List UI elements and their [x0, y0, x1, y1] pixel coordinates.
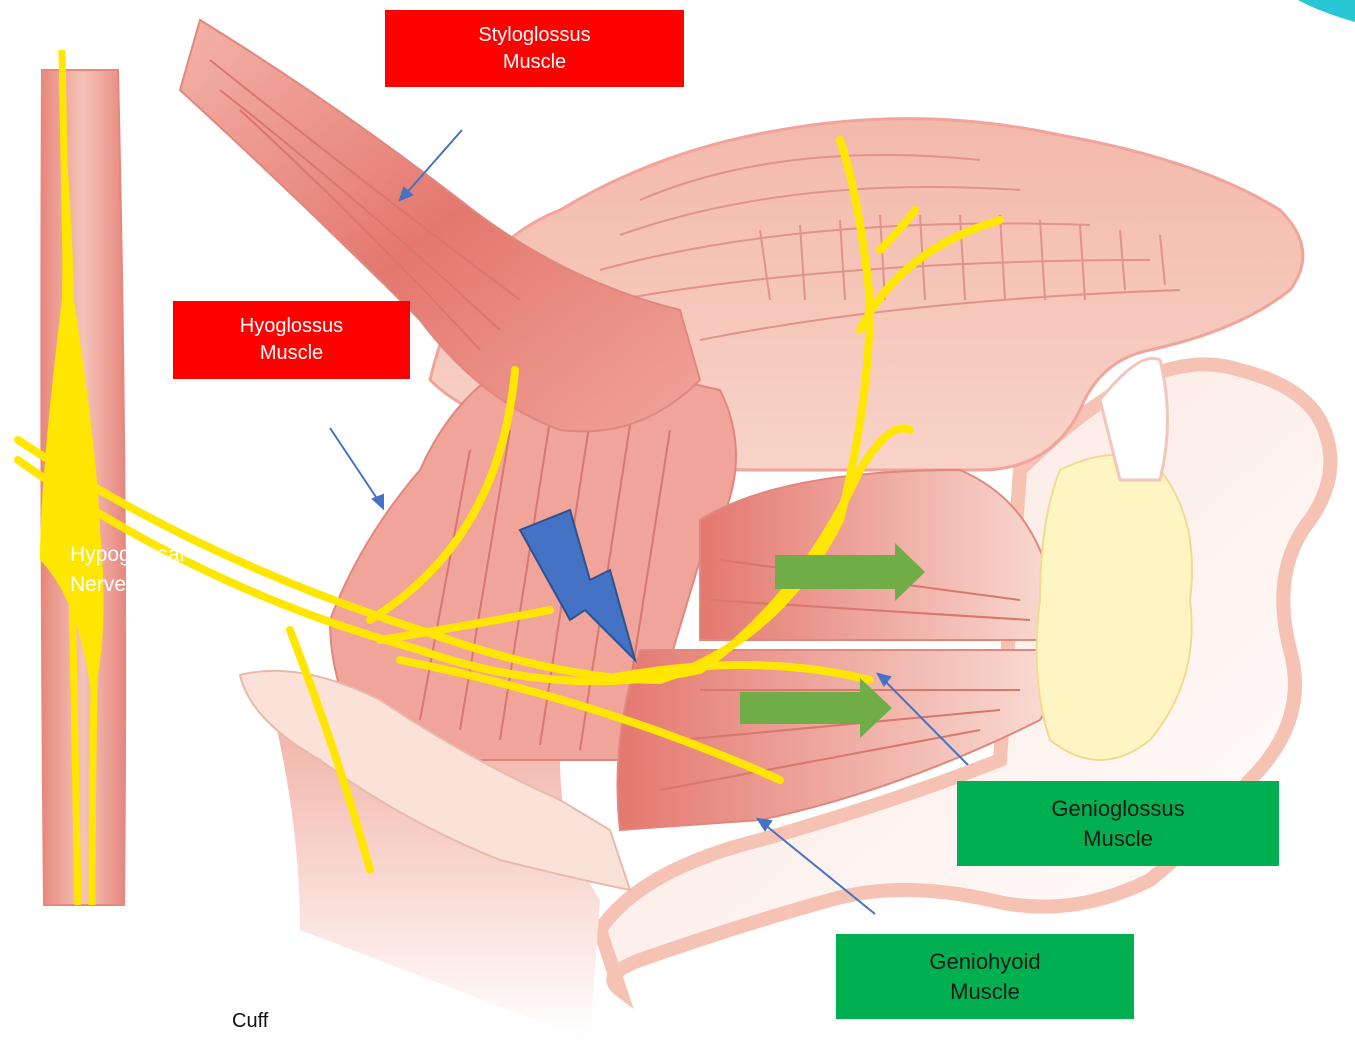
corner-accent — [1298, 0, 1355, 22]
genioglossus-label-line1: Genioglossus — [1051, 794, 1184, 824]
hyoglossus-label-line2: Muscle — [260, 340, 323, 367]
cuff-label: Cuff — [232, 1010, 268, 1033]
geniohyoid-label-line1: Geniohyoid — [929, 947, 1040, 977]
genioglossus-label: Genioglossus Muscle — [957, 781, 1279, 866]
styloglossus-label-line1: Styloglossus — [478, 22, 590, 49]
hypoglossal-label-line2: Nerve (CN XII) — [70, 570, 300, 600]
geniohyoid-label: Geniohyoid Muscle — [836, 934, 1134, 1019]
geniohyoid-label-line2: Muscle — [950, 977, 1020, 1007]
hypoglossal-nerve-label: Hypoglossal Nerve (CN XII) — [70, 540, 300, 601]
styloglossus-label-line2: Muscle — [503, 49, 566, 76]
genioglossus-label-line2: Muscle — [1083, 824, 1153, 854]
hypoglossal-label-line1: Hypoglossal — [70, 540, 300, 570]
mandible-bone — [1037, 455, 1192, 760]
hyoglossus-label: Hyoglossus Muscle — [173, 301, 410, 379]
hyoglossus-label-line1: Hyoglossus — [240, 313, 343, 340]
styloglossus-label: Styloglossus Muscle — [385, 10, 684, 87]
